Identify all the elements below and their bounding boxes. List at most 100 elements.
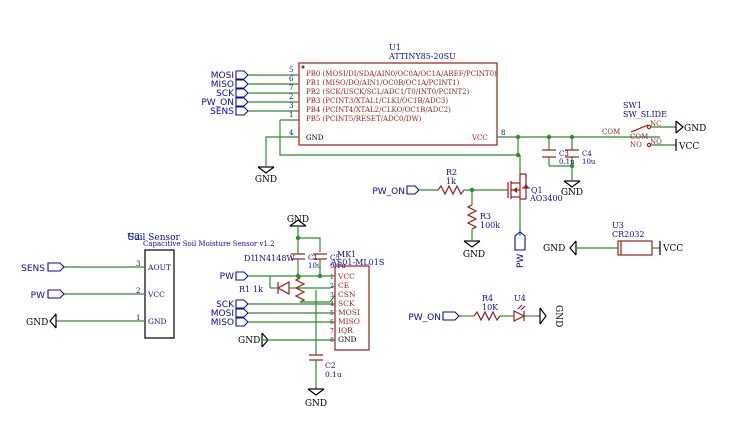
gnd-label: GND bbox=[543, 244, 565, 254]
gnd-label: GND bbox=[561, 188, 583, 198]
c3-value: 0.1u bbox=[559, 158, 575, 166]
sw1-no-label: NO bbox=[650, 138, 662, 146]
u1-gnd-label: GND bbox=[306, 134, 324, 142]
u1-pin-num: 7 bbox=[289, 84, 293, 92]
mk1-pin-name: CSN bbox=[338, 290, 356, 299]
u1-value: ATTINY85-20SU bbox=[388, 52, 456, 61]
mk1-pin-num: 3 bbox=[330, 292, 334, 299]
mk1-pin-num: 7 bbox=[330, 328, 334, 335]
r3-value: 100k bbox=[480, 221, 500, 230]
c3-ref: C3 bbox=[559, 150, 569, 158]
u1-pin-label: PB4 (PCINT4/XTAL2/CLKO/OC1B/ADC2) bbox=[306, 106, 451, 114]
u1-pin-label: PB0 (MOSI/DI/SDA/AIN0/OC0A/OC1A/AREF/PCI… bbox=[306, 70, 497, 78]
net-label-pw-on: PW_ON bbox=[372, 187, 405, 197]
u4-led[interactable]: U4 bbox=[513, 294, 526, 322]
c2-value: 0.1u bbox=[325, 370, 342, 379]
u1-pin-num: 8 bbox=[501, 129, 505, 137]
mk1-pin-num: 2 bbox=[330, 283, 334, 290]
sensor-value: Capacitive Soil Moisture Sensor v1.2 bbox=[143, 240, 275, 248]
r4-value: 10K bbox=[482, 303, 499, 312]
net-label-mosi: MOSI bbox=[211, 71, 234, 81]
c4-value: 10u bbox=[582, 158, 596, 166]
net-flag bbox=[514, 231, 526, 251]
gnd-label: GND bbox=[238, 336, 260, 346]
soil-sensor-u2[interactable]: U2 Soil Sensor Capacitive Soil Moisture … bbox=[21, 233, 275, 339]
net-label-sens: SENS bbox=[210, 107, 234, 117]
u1-wires bbox=[248, 74, 660, 180]
c4-capacitor[interactable]: C4 10u bbox=[565, 149, 596, 166]
u1-pin-num: 6 bbox=[289, 75, 294, 83]
net-flag bbox=[235, 70, 249, 80]
r2-resistor[interactable]: R2 1k bbox=[437, 168, 465, 196]
net-label-sck: SCK bbox=[216, 89, 235, 99]
u1-pin-num: 3 bbox=[289, 102, 293, 110]
d1-diode[interactable] bbox=[269, 276, 300, 296]
net-flag bbox=[406, 185, 420, 195]
c2-capacitor[interactable]: C2 0.1u bbox=[309, 354, 342, 379]
r4-ref: R4 bbox=[482, 294, 493, 303]
u1-pin-label: PB1 (MISO/DO/AIN1/OC0B/OC1A/PCINT1) bbox=[306, 79, 460, 87]
q1-ref: Q1 bbox=[531, 186, 543, 195]
d1-value: 1N4148W bbox=[254, 254, 295, 263]
u3-cr2032[interactable]: U3 CR2032 GND VCC bbox=[543, 221, 683, 256]
sw1-ref: SW1 bbox=[623, 101, 642, 110]
u1-pin1-dot bbox=[301, 65, 305, 69]
u1-body bbox=[298, 62, 498, 146]
vcc-label: VCC bbox=[678, 142, 699, 152]
u1-pin-num: 4 bbox=[289, 129, 294, 137]
vcc-label: VCC bbox=[662, 244, 683, 254]
u1-pin-label: PB3 (PCINT3/XTAL1/CLKI/OC1B/ADC3) bbox=[306, 97, 448, 105]
gnd-label: GND bbox=[305, 399, 327, 409]
mk1-module[interactable]: GND C1 10u C5 0.1u D1 1N4148W PW bbox=[211, 215, 385, 409]
sensor-title: Soil Sensor bbox=[128, 233, 181, 243]
c3-capacitor[interactable]: C3 0.1u bbox=[542, 149, 575, 166]
net-label-sens: SENS bbox=[21, 264, 45, 274]
r1-ref: R1 bbox=[239, 285, 250, 294]
r3-ref: R3 bbox=[480, 212, 491, 221]
net-label-pw-on: PW_ON bbox=[408, 313, 441, 323]
net-flag bbox=[235, 308, 249, 318]
net-label-miso: MISO bbox=[211, 318, 234, 328]
mk1-pin-name: CE bbox=[338, 281, 349, 290]
u1-pin-label: PB2 (SCK/USCK/SCL/ADC1/T0/INT0/PCINT2) bbox=[306, 88, 470, 96]
net-label-pw-on: PW_ON bbox=[201, 98, 234, 108]
mk1-pin-name: MISO bbox=[338, 317, 360, 326]
sensor-pin-num: 3 bbox=[136, 260, 140, 268]
mk1-pin-name: SCK bbox=[338, 299, 355, 308]
u3-ref: U3 bbox=[612, 221, 624, 230]
q1-mosfet[interactable]: Q1 AO3400 bbox=[507, 173, 563, 203]
net-flag bbox=[235, 88, 249, 98]
mk1-ref: MK1 bbox=[337, 250, 356, 259]
r3-resistor[interactable]: R3 100k bbox=[466, 204, 500, 230]
r2-ref: R2 bbox=[446, 168, 457, 177]
sw1-com-label: COM bbox=[630, 133, 648, 141]
sw1-value: SW_SLIDE bbox=[623, 110, 667, 119]
led-indicator-stage: PW_ON R4 10K U4 GND bbox=[408, 294, 563, 327]
gnd-label: GND bbox=[255, 175, 277, 185]
mk1-pin-name: GND bbox=[338, 335, 357, 344]
u4-ref: U4 bbox=[514, 294, 526, 303]
net-flag bbox=[235, 299, 249, 309]
q1-value: AO3400 bbox=[529, 194, 563, 203]
sw1-slide-switch[interactable]: SW1 SW_SLIDE COM NC COM NO NO GND VCC bbox=[602, 101, 706, 152]
u3-value: CR2032 bbox=[612, 230, 645, 239]
gnd-label: GND bbox=[553, 305, 563, 327]
sw1-com-pin: COM bbox=[602, 128, 620, 136]
gnd-symbol-u1: GND bbox=[255, 166, 277, 185]
c1-capacitor[interactable]: C1 10u bbox=[291, 253, 322, 270]
sensor-pin-num: 1 bbox=[136, 314, 140, 322]
net-flag bbox=[235, 317, 249, 327]
c2-ref: C2 bbox=[325, 361, 336, 370]
u1-net-labels: MOSI MISO SCK PW_ON SENS bbox=[201, 70, 249, 117]
net-flag bbox=[47, 289, 65, 299]
mk1-pin-name: MOSI bbox=[338, 308, 360, 317]
sw1-nc-pin: NC bbox=[650, 120, 661, 128]
net-label-sck: SCK bbox=[216, 300, 235, 310]
net-flag bbox=[235, 97, 249, 107]
r4-resistor[interactable]: R4 10K bbox=[473, 294, 501, 322]
net-flag bbox=[47, 262, 65, 272]
sensor-ref: U2 bbox=[127, 233, 140, 243]
r1-resistor[interactable]: R1 1k bbox=[239, 277, 306, 303]
u1-attiny85[interactable]: U1 ATTINY85-20SU PB0 (MOSI/DI/SDA/AIN0/O… bbox=[289, 43, 505, 146]
